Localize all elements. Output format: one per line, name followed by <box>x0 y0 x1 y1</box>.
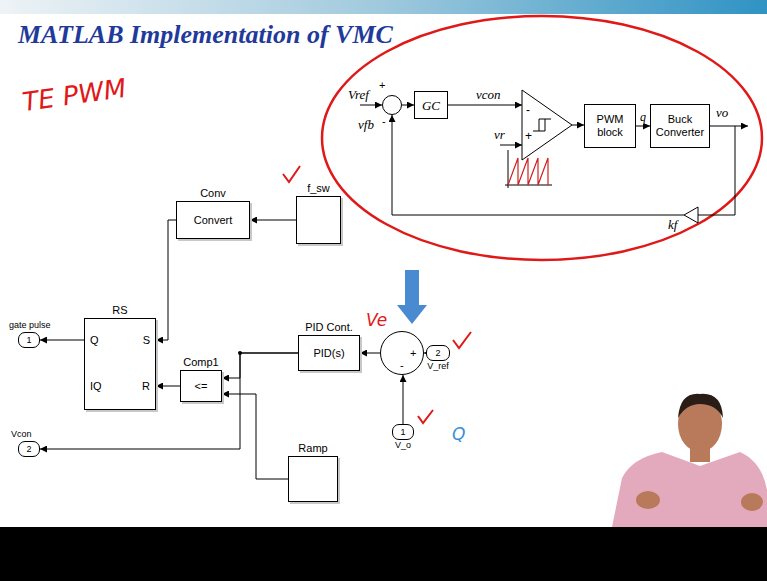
block-name: f_sw <box>307 182 330 195</box>
block-text: PWM block <box>587 113 633 139</box>
port-label: R <box>142 380 150 393</box>
signal-name: vo <box>716 106 728 120</box>
block-name: gate pulse <box>9 320 51 331</box>
signal-name: vr <box>494 128 505 142</box>
signal-line <box>710 126 748 127</box>
gain-name: kf <box>668 218 677 232</box>
signal-line <box>40 340 84 341</box>
block-name: Ramp <box>298 442 327 455</box>
slide-title: MATLAB Implementation of VMC <box>18 20 393 50</box>
highlight-ellipse <box>322 16 762 260</box>
block-name: V_ref <box>427 361 449 372</box>
gain-symbol <box>684 207 698 223</box>
block-text: <= <box>195 380 208 393</box>
block-text: 1 <box>26 335 31 346</box>
port-label: - <box>400 359 404 372</box>
check-mark <box>283 166 300 182</box>
input-sign: - <box>526 104 530 116</box>
block-text: 2 <box>435 348 440 359</box>
summing-junction: +- <box>382 95 402 115</box>
port-label: IQ <box>90 380 102 393</box>
presenter <box>612 394 767 527</box>
signal-name: q <box>639 111 647 124</box>
pulse-generator-block: f_sw <box>296 196 341 244</box>
presenter-hand <box>741 493 763 511</box>
input-port: 1V_o <box>392 424 414 440</box>
signal-line <box>402 105 414 106</box>
ramp-waveform <box>508 158 548 185</box>
handwritten-note: TE PWM <box>20 73 128 117</box>
check-mark <box>418 410 433 423</box>
input-sign: + <box>525 130 532 142</box>
handwritten-note: Ve <box>366 310 387 330</box>
port-label: Q <box>90 334 99 347</box>
presenter-neck <box>690 448 710 462</box>
output-port: Vcon2 <box>18 441 40 457</box>
comparator-block: Comp1<= <box>180 370 222 402</box>
pointer-arrow <box>397 270 427 324</box>
block-name: V_o <box>395 440 411 451</box>
signal-name: Vref <box>348 88 369 102</box>
signal-line <box>222 394 288 479</box>
signal-line <box>448 105 522 106</box>
block-text: 1 <box>400 427 405 438</box>
port-label: + <box>379 79 385 92</box>
signal-line <box>572 125 584 126</box>
signal-line <box>636 126 650 127</box>
signal-line <box>403 375 404 424</box>
pid-block: PID Cont.PID(s) <box>298 335 360 371</box>
footer-band <box>0 527 767 581</box>
convert-block: ConvConvert <box>176 201 250 239</box>
signal-line <box>250 220 296 221</box>
output-port: gate pulse1 <box>18 332 40 348</box>
block-text: Buck Converter <box>653 113 707 139</box>
block-text: Convert <box>194 214 233 227</box>
converter-block: Buck Converter <box>650 104 710 148</box>
feedback-line <box>392 115 684 215</box>
check-mark <box>453 332 471 348</box>
comparator-symbol <box>522 90 572 160</box>
ramp-block: Ramp <box>288 456 338 502</box>
block-text: GC <box>422 98 440 113</box>
signal-name: vcon <box>476 88 501 102</box>
block-name: RS <box>112 304 127 317</box>
block-name: Comp1 <box>183 356 218 369</box>
signal-line <box>360 353 380 354</box>
signal-line <box>156 386 180 387</box>
presenter-shirt <box>612 452 767 527</box>
port-label: S <box>143 334 150 347</box>
block-name: PID Cont. <box>305 321 353 334</box>
presenter-hand <box>636 491 660 509</box>
block-name: Vcon <box>11 429 32 440</box>
rs-flipflop-block: RSQSIQR <box>84 318 156 410</box>
port-label: - <box>382 115 386 128</box>
hysteresis-symbol <box>533 119 551 131</box>
ramp-axes <box>505 150 552 188</box>
handwritten-note: Q <box>452 424 465 444</box>
pwm-block: PWM block <box>584 104 636 148</box>
signal-line <box>156 220 176 340</box>
sum-block: +- <box>380 331 424 375</box>
block-text: PID(s) <box>313 347 344 360</box>
header-band <box>0 0 767 14</box>
port-label: + <box>410 347 416 360</box>
signal-line <box>500 145 522 146</box>
block-name: Conv <box>200 187 226 200</box>
input-port: 2V_ref <box>426 345 450 361</box>
presenter-hair <box>678 394 723 418</box>
controller-box: GC <box>414 91 448 119</box>
signal-line <box>360 105 382 106</box>
block-text: 2 <box>26 444 31 455</box>
signal-line <box>40 353 298 449</box>
signal-name: vfb <box>358 118 374 132</box>
signal-line <box>222 353 298 378</box>
